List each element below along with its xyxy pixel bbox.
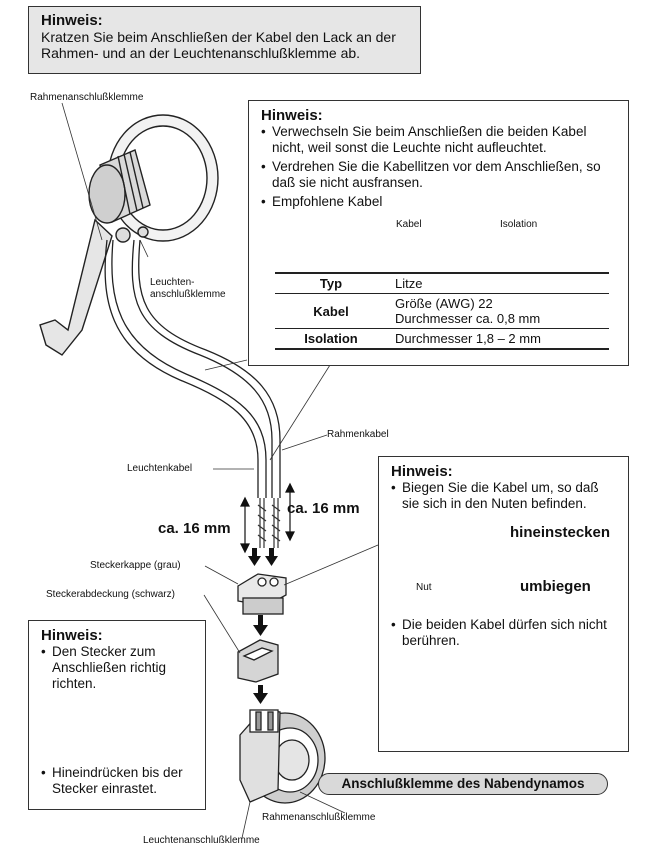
dimension-markers xyxy=(240,482,295,554)
strip-length-left: ca. 16 mm xyxy=(158,520,231,537)
plug-cap-label: Steckerkappe (grau) xyxy=(90,560,181,571)
frame-terminal-label-top: Rahmenanschlußklemme xyxy=(30,92,144,103)
cable-spec-table: Typ Litze Kabel Größe (AWG) 22 Durchmess… xyxy=(275,272,609,350)
plug-note-list-2: Hineindrücken bis der Stecker einrastet. xyxy=(41,765,201,800)
plug-note-title: Hinweis: xyxy=(41,627,103,644)
cable-routing xyxy=(104,239,281,498)
table-key-cell: Kabel xyxy=(313,303,349,319)
table-header-cell: Litze xyxy=(395,276,423,291)
plug-note-item: Den Stecker zum Anschließen richtig rich… xyxy=(41,644,191,692)
table-header-cell: Typ xyxy=(319,276,343,291)
lamp-terminal-label-bottom: Leuchtenanschlußklemme xyxy=(143,835,260,846)
bend-note-item: Biegen Sie die Kabel um, so daß sie sich… xyxy=(391,480,616,512)
bend-note: Hinweis: Biegen Sie die Kabel um, so daß… xyxy=(378,456,629,752)
lamp-illustration xyxy=(39,114,219,356)
frame-cable-label: Rahmenkabel xyxy=(327,429,389,440)
arrow-down-icon xyxy=(248,548,278,704)
groove-label: Nut xyxy=(416,582,432,593)
bend-note-list: Biegen Sie die Kabel um, so daß sie sich… xyxy=(391,480,616,512)
plug-note-item: Hineindrücken bis der Stecker einrastet. xyxy=(41,765,201,797)
lamp-terminal-label: Leuchten- anschlußklemme xyxy=(150,277,226,301)
table-key-cell: Isolation xyxy=(304,331,358,346)
table-value-line: Größe (AWG) 22 xyxy=(395,296,493,311)
cable-note: Hinweis: Verwechseln Sie beim Anschließe… xyxy=(248,100,629,366)
table-value-cell: Größe (AWG) 22 Durchmesser ca. 0,8 mm xyxy=(387,294,609,329)
insert-label: hineinstecken xyxy=(510,524,611,541)
plug-cover xyxy=(237,639,279,683)
top-note-text: Kratzen Sie beim Anschließen der Kabel d… xyxy=(41,29,396,61)
bend-note-title: Hinweis: xyxy=(391,463,453,480)
plug-note: Hinweis: Den Stecker zum Anschließen ric… xyxy=(28,620,206,810)
cable-note-item: Verdrehen Sie die Kabellitzen vor dem An… xyxy=(261,159,611,191)
table-row: Kabel Größe (AWG) 22 Durchmesser ca. 0,8… xyxy=(275,294,609,329)
hub-dynamo-terminal xyxy=(239,709,326,804)
cable-note-title: Hinweis: xyxy=(261,107,323,124)
plug-cap xyxy=(237,573,287,615)
bend-note-list-2: Die beiden Kabel dürfen sich nicht berüh… xyxy=(391,617,616,652)
bend-note-item: Die beiden Kabel dürfen sich nicht berüh… xyxy=(391,617,616,649)
insulation-label: Isolation xyxy=(500,219,538,230)
frame-terminal-label-bottom: Rahmenanschlußklemme xyxy=(262,812,376,823)
lamp-terminal-label-line: Leuchten- xyxy=(150,277,195,288)
strip-length-right: ca. 16 mm xyxy=(287,500,360,517)
cable-note-item: Verwechseln Sie beim Anschließen die bei… xyxy=(261,124,611,156)
top-note: Hinweis: Kratzen Sie beim Anschließen de… xyxy=(28,6,421,74)
stripped-wires xyxy=(257,498,281,548)
plug-cover-label: Steckerabdeckung (schwarz) xyxy=(46,589,175,600)
plug-note-list: Den Stecker zum Anschließen richtig rich… xyxy=(41,644,191,692)
lamp-cable-label: Leuchtenkabel xyxy=(127,463,193,474)
bend-label: umbiegen xyxy=(520,578,591,595)
cable-note-item: Empfohlene Kabel xyxy=(261,194,611,210)
hub-caption: Anschlußklemme des Nabendynamos xyxy=(318,773,608,795)
cable-note-list: Verwechseln Sie beim Anschließen die bei… xyxy=(261,124,611,210)
leader-lines xyxy=(61,102,379,839)
table-row: Typ Litze xyxy=(275,273,609,294)
table-row: Isolation Durchmesser 1,8 – 2 mm xyxy=(275,329,609,349)
lamp-terminal-label-line: anschlußklemme xyxy=(150,289,226,300)
cable-label: Kabel xyxy=(396,219,422,230)
table-value-line: Durchmesser ca. 0,8 mm xyxy=(395,311,541,326)
top-note-title: Hinweis: xyxy=(41,12,103,29)
table-value-cell: Durchmesser 1,8 – 2 mm xyxy=(395,331,541,346)
